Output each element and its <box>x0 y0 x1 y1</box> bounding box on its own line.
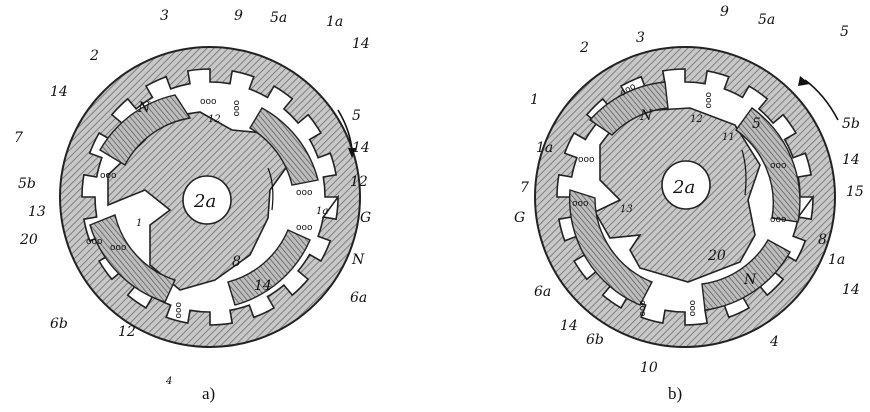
svg-text:ooo: ooo <box>578 155 595 165</box>
label-a-11: 7 <box>14 130 23 146</box>
label-b-20: 6a <box>534 284 551 300</box>
label-b-0: 9 <box>720 4 729 20</box>
label-b-23: 14 <box>560 318 578 334</box>
label-b-2: 5 <box>840 24 849 40</box>
label-a-23: 6b <box>50 316 68 332</box>
label-b-19: 1a <box>828 252 845 268</box>
pole-shoe-b-2 <box>735 107 801 223</box>
label-b-8: 11 <box>722 132 735 143</box>
label-a-22: 6a <box>350 290 367 306</box>
label-a-12: 5b <box>18 176 36 192</box>
svg-text:ooo: ooo <box>770 215 787 225</box>
label-a-10: 14 <box>352 140 370 156</box>
pole-shoe-a-2 <box>249 107 319 186</box>
label-b-10: 5b <box>842 116 860 132</box>
rotation-arrow-a <box>337 109 353 151</box>
pole-shoe-a-4 <box>227 229 311 306</box>
label-a-18: 20 <box>19 232 38 248</box>
label-a-24: 12 <box>118 324 136 340</box>
svg-text:ooo: ooo <box>770 161 787 171</box>
pole-shoe-a-3 <box>89 214 176 303</box>
shaft-b <box>661 160 711 210</box>
label-b-3: 2 <box>579 40 589 56</box>
figure-a: 2a ooo ooo ooo ooo ooo ooo ooo ooo 3 9 5… <box>14 8 371 387</box>
label-b-15: G <box>514 210 525 226</box>
label-a-19: 8 <box>232 254 241 270</box>
label-b-18: 20 <box>707 248 726 264</box>
flux-arrow-a <box>267 167 274 211</box>
svg-text:ooo: ooo <box>86 237 103 247</box>
svg-text:ooo: ooo <box>296 188 313 198</box>
label-b-22: 14 <box>842 282 860 298</box>
svg-text:ooo: ooo <box>687 300 697 317</box>
rotation-arrowhead-a <box>348 148 356 158</box>
svg-text:ooo: ooo <box>703 92 713 109</box>
label-a-0: 3 <box>160 8 169 24</box>
label-a-8: 12 <box>208 114 221 125</box>
label-a-16: 1 <box>136 218 142 229</box>
label-b-26: 4 <box>769 334 779 350</box>
svg-text:ooo: ooo <box>173 302 183 319</box>
label-b-21: N <box>743 272 757 288</box>
pole-shoe-a-1 <box>99 94 192 166</box>
shaft-a <box>182 175 232 225</box>
label-b-13: 7 <box>520 180 529 196</box>
svg-text:ooo: ooo <box>296 223 313 233</box>
labels-a: 3 9 5a 1a 14 2 14 N 12 5 14 7 5b 12 1a 1… <box>14 8 371 387</box>
svg-text:ooo: ooo <box>572 199 589 209</box>
label-b-6: N <box>639 108 653 124</box>
label-b-16: 13 <box>620 204 633 215</box>
labels-b: 9 5a 5 2 3 1 N 12 11 5 5b 1a 14 7 15 G 1… <box>514 4 864 376</box>
svg-text:ooo: ooo <box>637 300 647 317</box>
label-a-7: N <box>137 100 151 116</box>
label-a-5: 2 <box>89 48 99 64</box>
label-b-7: 12 <box>690 114 703 125</box>
label-b-1: 5a <box>758 12 775 28</box>
label-a-14: 1a <box>316 206 328 217</box>
label-a-9: 5 <box>352 108 361 124</box>
pole-shoe-b-4 <box>701 239 791 311</box>
label-b-14: 15 <box>846 184 864 200</box>
label-b-9: 5 <box>752 116 761 132</box>
svg-text:ooo: ooo <box>100 171 117 181</box>
pole-shoe-b-1 <box>588 81 669 136</box>
label-a-6: 14 <box>50 84 68 100</box>
svg-text:ooo: ooo <box>200 97 217 107</box>
coils-a: ooo ooo ooo ooo ooo ooo ooo ooo <box>86 97 313 319</box>
shaft-label-b: 2a <box>672 177 695 198</box>
label-a-17: G <box>360 210 371 226</box>
label-a-13: 12 <box>350 174 368 190</box>
label-b-4: 3 <box>636 30 645 46</box>
label-b-25: 10 <box>640 360 658 376</box>
label-b-11: 1a <box>536 140 553 156</box>
label-b-17: 8 <box>818 232 827 248</box>
flux-arrow-b <box>741 149 747 196</box>
label-b-12: 14 <box>842 152 860 168</box>
label-a-1: 9 <box>234 8 243 24</box>
pole-shoe-b-3 <box>568 189 653 306</box>
label-a-21: 14 <box>254 278 272 294</box>
label-b-24: 6b <box>586 332 604 348</box>
rotation-arrowhead-b <box>798 76 810 86</box>
label-a-4: 14 <box>352 36 370 52</box>
shaft-label-a: 2a <box>193 191 216 212</box>
label-a-3: 1a <box>326 14 343 30</box>
label-a-15: 13 <box>28 204 46 220</box>
rotation-arrow-b <box>804 79 839 121</box>
caption-a: a) <box>202 384 216 403</box>
label-a-2: 5a <box>270 10 287 26</box>
svg-text:ooo: ooo <box>231 100 241 117</box>
label-a-20: N <box>351 252 365 268</box>
figure-b: 2a ooo ooo ooo ooo ooo ooo ooo ooo 9 5a … <box>514 4 864 376</box>
caption-b: b) <box>668 384 683 403</box>
label-a-25: 4 <box>165 376 172 387</box>
svg-text:ooo: ooo <box>110 243 127 253</box>
label-b-5: 1 <box>530 92 539 108</box>
